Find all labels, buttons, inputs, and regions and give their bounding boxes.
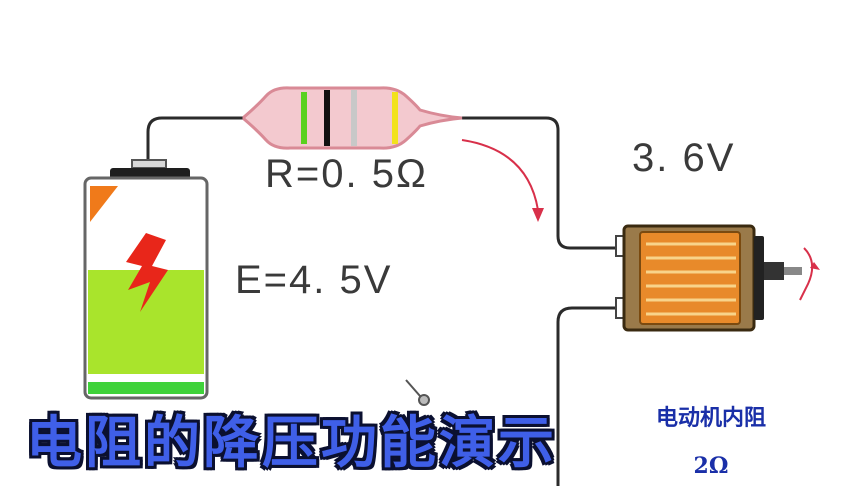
- wire-resistor-to-motor: [462, 116, 622, 250]
- rotation-arrow-icon: [799, 247, 820, 301]
- battery-icon: [83, 159, 209, 400]
- resistor-band-green: [301, 92, 307, 144]
- lightning-bolt-icon: [126, 233, 168, 312]
- caption-title: 电阻的降压功能演示: [26, 411, 557, 476]
- motor-voltage-label: 3. 6V: [632, 136, 736, 180]
- current-arrow-icon: [461, 139, 544, 222]
- resistor-band-yellow: [392, 92, 398, 144]
- motor-icon: [615, 224, 802, 332]
- resistor-band-black: [324, 90, 330, 146]
- emf-label: E=4. 5V: [235, 258, 393, 302]
- resistor-icon: [242, 86, 463, 150]
- motor-label-title: 电动机内阻: [655, 405, 766, 431]
- wire-motor-return: [556, 306, 622, 486]
- probe-icon: [405, 379, 430, 406]
- wire-battery-to-resistor: [146, 116, 245, 162]
- circuit-wires: [146, 116, 622, 486]
- resistance-label: R=0. 5Ω: [265, 152, 428, 196]
- motor-label-value: 2Ω: [693, 453, 729, 479]
- motor-internal-resistance-label: 电动机内阻 2Ω: [622, 394, 800, 490]
- resistor-band-silver: [351, 90, 357, 146]
